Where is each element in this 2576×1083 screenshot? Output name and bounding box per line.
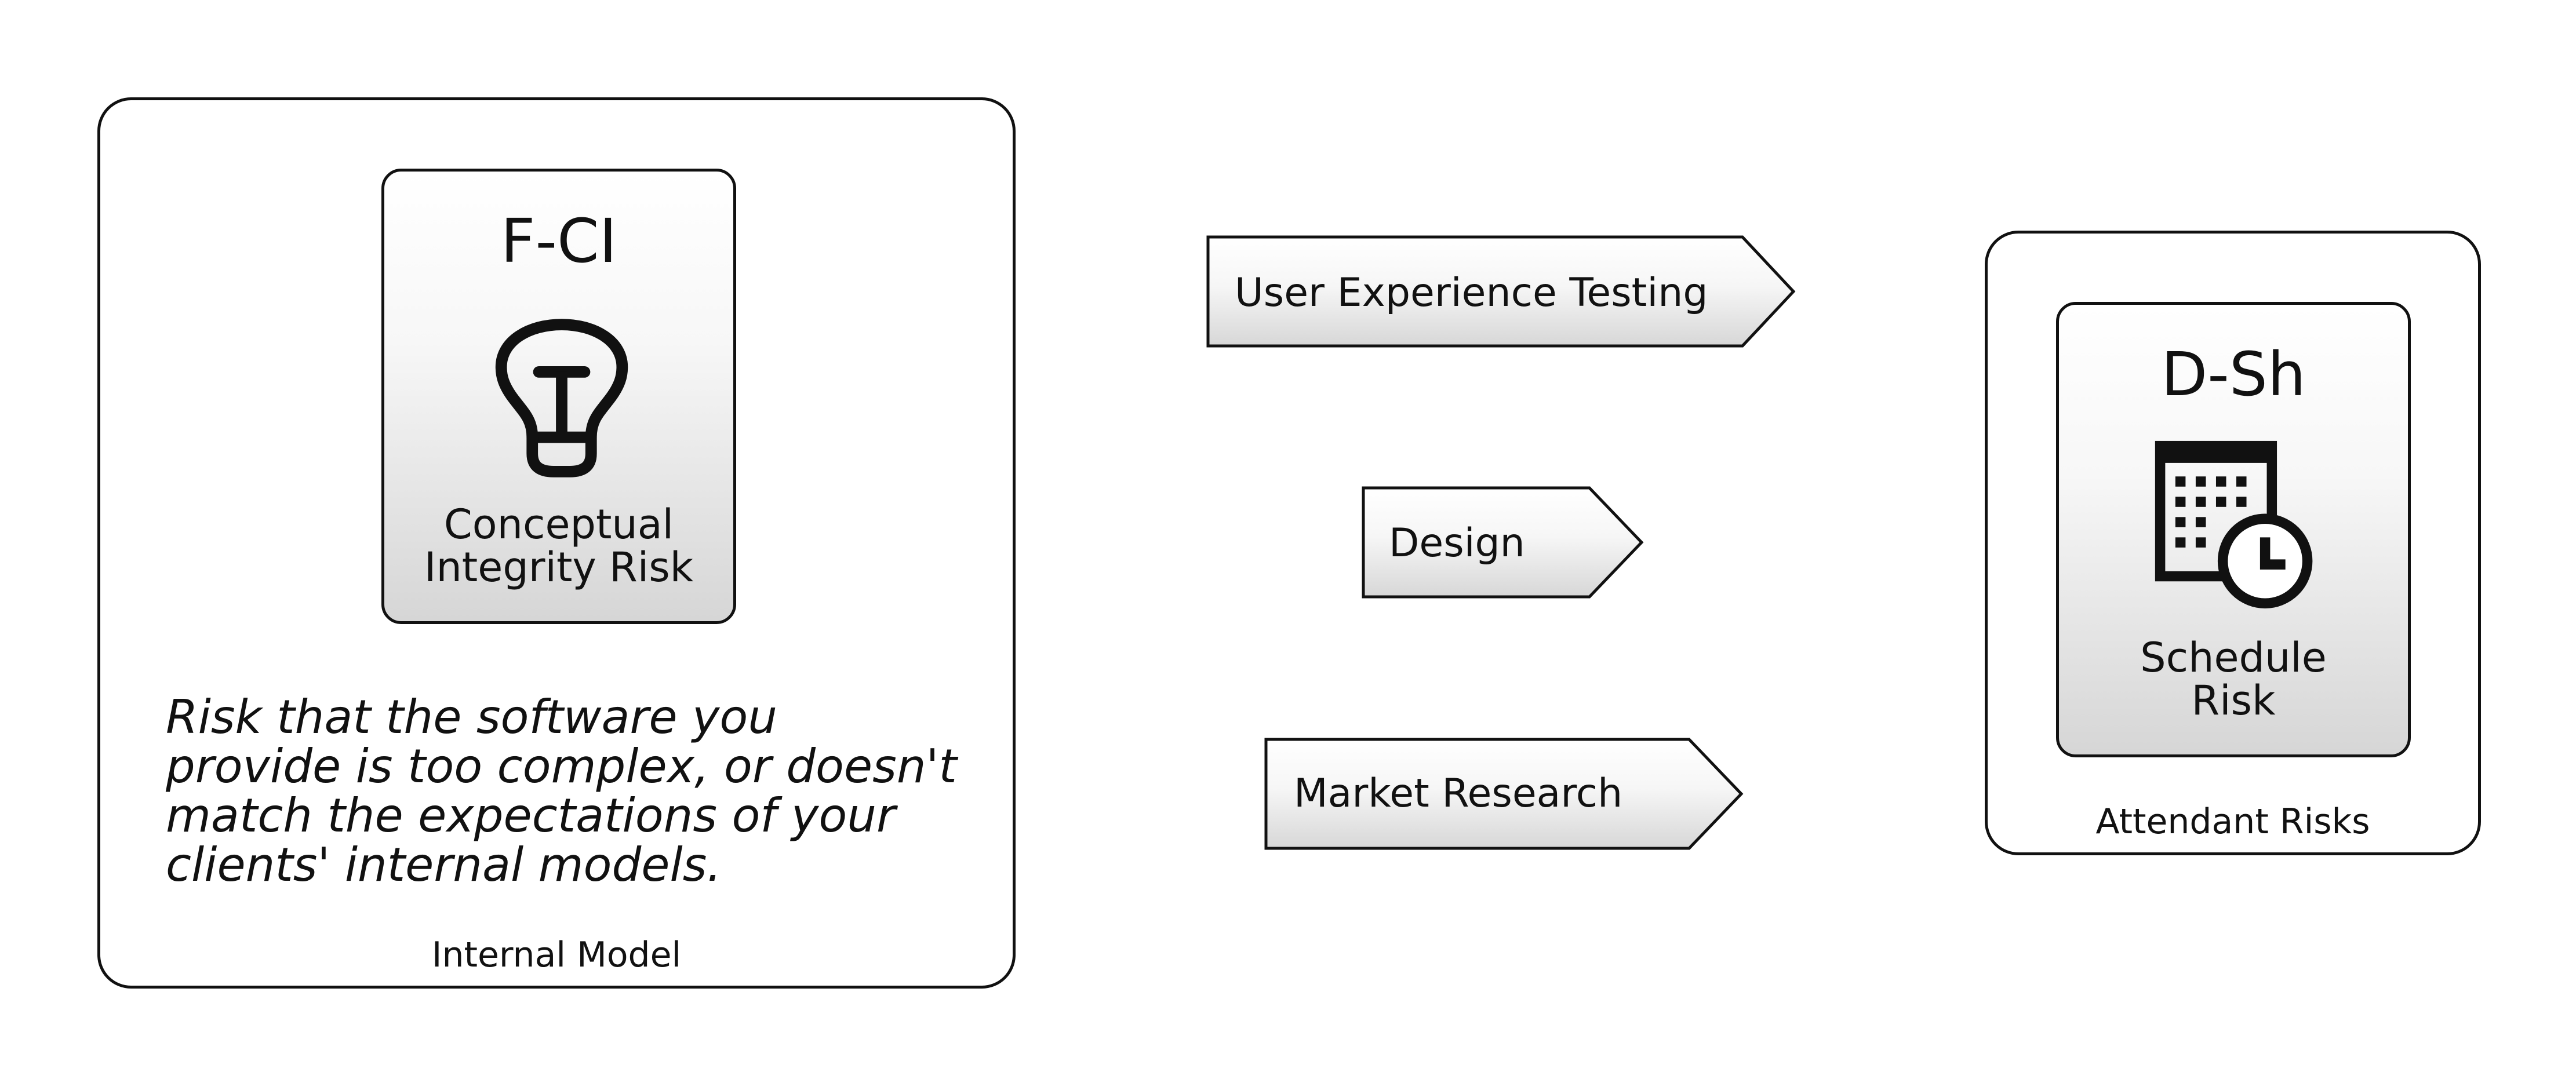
- schedule-risk-card[interactable]: D-Sh Schedule Risk: [2056, 302, 2411, 757]
- attendant-risks-frame: D-Sh Schedule Risk: [1985, 231, 2481, 855]
- action-arrow-market-research[interactable]: [1264, 737, 1745, 851]
- action-label: User Experience Testing: [1235, 270, 1708, 316]
- risk-name: Conceptual Integrity Risk: [424, 501, 694, 591]
- action-arrow-user-experience-testing[interactable]: [1206, 235, 1797, 348]
- frame-label: Attendant Risks: [2095, 801, 2370, 842]
- action-label: Design: [1389, 520, 1525, 566]
- risk-code: F-CI: [500, 206, 617, 276]
- lightbulb-icon: [495, 319, 628, 477]
- action-label: Market Research: [1294, 771, 1623, 816]
- risk-name: Schedule Risk: [2140, 634, 2327, 724]
- risk-code: D-Sh: [2161, 339, 2306, 410]
- calendar-clock-icon: [2155, 440, 2313, 608]
- risk-description: Risk that the software you provide is to…: [166, 690, 957, 892]
- frame-label: Internal Model: [431, 935, 682, 975]
- action-arrow-design[interactable]: [1361, 486, 1645, 599]
- internal-model-frame: F-CI Conceptual Integrity Risk Risk that…: [97, 97, 1016, 989]
- conceptual-integrity-risk-card[interactable]: F-CI Conceptual Integrity Risk: [381, 169, 736, 624]
